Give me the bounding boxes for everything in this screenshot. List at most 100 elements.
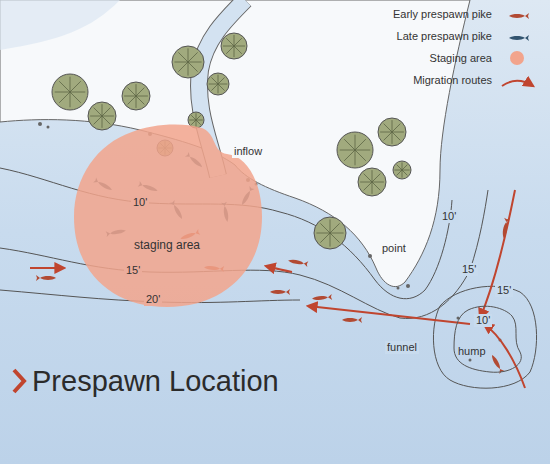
legend-text: Migration routes — [411, 74, 494, 87]
tree-branch — [364, 174, 372, 182]
tree-branch — [178, 62, 188, 72]
tree — [122, 82, 150, 110]
tree-branch — [70, 92, 85, 93]
tree-branch — [384, 132, 392, 140]
tree-branch — [234, 38, 242, 46]
tree-branch — [392, 132, 404, 133]
title-chevron — [14, 370, 24, 392]
tree-branch — [70, 92, 71, 107]
tree — [337, 132, 373, 168]
tree — [314, 217, 346, 249]
legend-late-pike — [509, 35, 529, 41]
tree-branch — [330, 219, 331, 233]
early-pike-tail — [503, 218, 510, 223]
tree-branch — [196, 113, 197, 120]
tree-branch — [330, 233, 344, 234]
depth-label: 10' — [131, 196, 149, 209]
tree-branch — [355, 135, 356, 150]
tree-branch — [355, 150, 366, 161]
tree-branch — [330, 233, 331, 247]
tree-branch — [94, 116, 102, 124]
tree-crown — [337, 132, 373, 168]
tree-branch — [355, 139, 366, 150]
legend-text: Staging area — [428, 52, 494, 65]
tree-branch — [380, 132, 392, 133]
tree-branch — [211, 77, 218, 84]
shore-rocks — [38, 122, 502, 362]
tree-crown — [314, 217, 346, 249]
early-pike-body — [342, 318, 358, 322]
tree-branch — [330, 223, 340, 233]
tree-branch — [218, 84, 219, 93]
tree-branch — [394, 170, 402, 171]
tree-crown — [52, 74, 88, 110]
tree-crown — [88, 102, 116, 130]
legend-early-pike — [509, 13, 529, 19]
tree-crown — [122, 82, 150, 110]
early-pike-tail — [497, 367, 504, 373]
tree-branch — [372, 182, 380, 190]
tree-branch — [402, 170, 407, 175]
tree-branch — [392, 132, 400, 140]
tree-branch — [218, 77, 225, 84]
map-title: Prespawn Location — [32, 364, 279, 398]
place-name: point — [380, 242, 408, 255]
tree-branch — [397, 170, 402, 175]
tree-branch — [234, 35, 235, 46]
tree-branch — [174, 62, 188, 63]
early-pike-body — [312, 295, 328, 300]
early-pike-tail — [286, 289, 290, 295]
tree — [393, 161, 411, 179]
tree-branch — [128, 88, 136, 96]
tree-branch — [188, 48, 189, 62]
hump-contour-outline — [454, 306, 521, 372]
region-name: hump — [458, 344, 486, 358]
early-pike — [36, 275, 56, 281]
tree-branch — [70, 92, 81, 103]
tree-branch — [188, 62, 202, 63]
tree — [378, 118, 406, 146]
early-pike-body — [490, 354, 501, 370]
tree-branch — [392, 132, 393, 144]
tree-crown — [378, 118, 406, 146]
tree-crown — [207, 73, 229, 95]
tree-branch — [344, 150, 355, 161]
tree-branch — [355, 150, 370, 151]
tree-branch — [402, 170, 403, 178]
early-pike — [489, 354, 504, 374]
tree-branch — [102, 116, 103, 128]
tree-branch — [218, 84, 227, 85]
legend-text: Early prespawn pike — [391, 8, 494, 21]
tree-branch — [316, 233, 330, 234]
tree-branch — [188, 62, 198, 72]
tree-branch — [402, 170, 410, 171]
tree — [221, 33, 247, 59]
legend-early-pike-tail — [525, 13, 529, 19]
hump-contour: hump — [450, 300, 532, 380]
tree-branch — [223, 46, 234, 47]
tree-branch — [188, 62, 189, 76]
tree-branch — [178, 52, 188, 62]
tree-branch — [402, 165, 407, 170]
early-pike-tail — [36, 275, 40, 281]
depth-label: 10' — [440, 210, 458, 223]
tree-branch — [59, 81, 70, 92]
tree-branch — [136, 84, 137, 96]
tree — [207, 73, 229, 95]
tree-branch — [320, 233, 330, 243]
tree-branch — [189, 120, 196, 121]
tree-branch — [102, 108, 110, 116]
tree-branch — [397, 165, 402, 170]
tree-branch — [320, 223, 330, 233]
tree-branch — [218, 75, 219, 84]
legend-early-pike-body — [509, 14, 525, 18]
migration-routes — [30, 81, 533, 388]
tree-branch — [384, 124, 392, 132]
tree-branch — [402, 162, 403, 170]
tree-branch — [234, 46, 245, 47]
tree-branch — [196, 115, 201, 120]
tree-branch — [234, 46, 242, 54]
tree — [172, 46, 204, 78]
depth-label: 15' — [124, 264, 142, 277]
early-pike — [288, 258, 309, 267]
